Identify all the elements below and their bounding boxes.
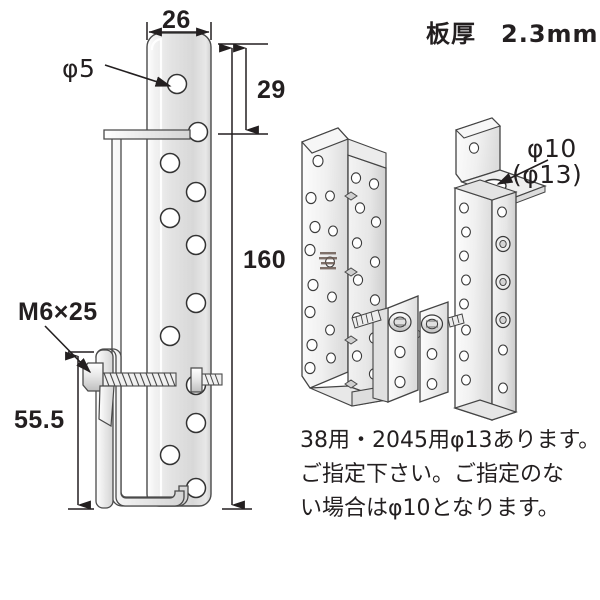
note-line-3: い場合はφ10となります。 bbox=[300, 496, 560, 521]
leader-phi10 bbox=[496, 159, 549, 185]
dim-55-5 bbox=[65, 351, 94, 510]
dim-label-phi13: (φ13) bbox=[512, 160, 583, 189]
iso2-hole-group-b bbox=[495, 206, 511, 394]
note-line-2: ご指定下さい。ご指定のな bbox=[300, 462, 565, 487]
iso2-hole-group-a bbox=[459, 202, 471, 386]
iso1-logo-mark bbox=[319, 252, 337, 270]
leader-phi5 bbox=[104, 64, 172, 87]
iso1-hole-group-a bbox=[304, 154, 338, 375]
main-elevation-group bbox=[44, 22, 268, 510]
dim-label-29: 29 bbox=[257, 76, 286, 104]
dim-label-55-5: 55.5 bbox=[14, 406, 65, 434]
iso-bracket-right-group bbox=[419, 117, 549, 421]
plate-thickness-note: 板厚 2.3mm bbox=[426, 20, 599, 48]
iso1-bolt-head bbox=[388, 311, 412, 333]
dim-label-phi10: φ10 bbox=[527, 134, 577, 163]
note-line-1: 38用・2045用φ13あります。 bbox=[300, 428, 600, 453]
dim-26 bbox=[146, 22, 212, 40]
iso-bracket-left-group bbox=[300, 127, 423, 407]
dim-label-26: 26 bbox=[162, 6, 191, 34]
iso1-rib-group bbox=[344, 191, 358, 389]
bolt-tab bbox=[98, 385, 115, 428]
main-bar-body bbox=[146, 32, 212, 507]
leader-m6 bbox=[44, 325, 92, 374]
iso2-screw bbox=[447, 313, 465, 328]
dim-label-160: 160 bbox=[243, 246, 287, 274]
clamp-left-leg bbox=[95, 348, 185, 507]
dim-label-m6x25: M6×25 bbox=[18, 298, 98, 326]
iso1-screw bbox=[351, 309, 382, 329]
dim-160 bbox=[219, 43, 252, 510]
iso2-bolt-head bbox=[420, 314, 444, 334]
dim-label-phi5: φ5 bbox=[62, 54, 96, 83]
